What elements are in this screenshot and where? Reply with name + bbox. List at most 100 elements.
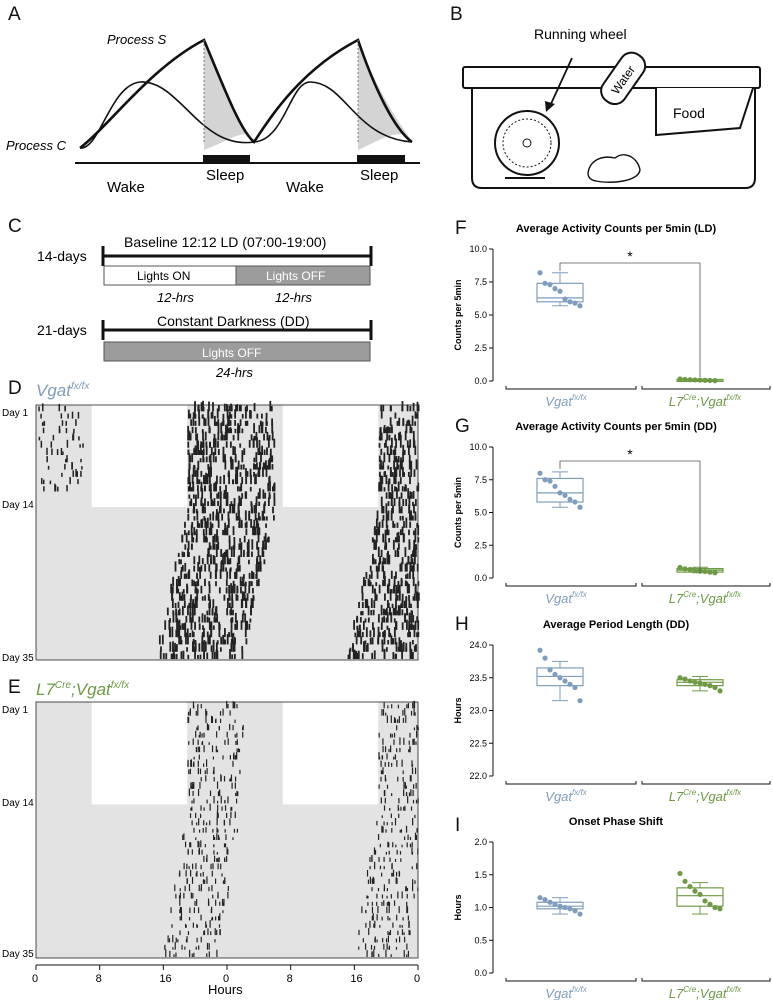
actogram-d-activity-tick — [255, 502, 257, 514]
actogram-d-activity-tick — [224, 639, 227, 645]
actogram-d-activity-tick — [405, 498, 408, 506]
actogram-d-activity-tick — [256, 541, 258, 550]
actogram-e-activity-tick — [196, 899, 198, 906]
actogram-e-activity-tick — [401, 891, 403, 899]
actogram-d-activity-tick — [178, 631, 180, 638]
actogram-d-activity-tick — [228, 602, 231, 608]
actogram-d-activity-tick — [193, 465, 196, 470]
actogram-d-activity-tick — [195, 597, 198, 608]
actogram-e-activity-tick — [192, 892, 194, 899]
actogram-e-activity-tick — [216, 810, 219, 819]
actogram-d-activity-tick — [251, 539, 254, 550]
actogram-e-activity-tick — [167, 935, 169, 943]
actogram-d-activity-tick — [401, 486, 404, 492]
actogram-d-activity-tick — [219, 491, 222, 499]
actogram-d-activity-tick — [391, 603, 394, 608]
actogram-d-activity-tick — [253, 463, 255, 470]
chart-h-y-tick-label: 24.0 — [469, 640, 487, 650]
actogram-d-activity-tick — [408, 511, 411, 521]
actogram-e-activity-tick — [384, 797, 386, 804]
actogram-d-activity-tick — [211, 411, 214, 419]
actogram-d-activity-tick — [386, 625, 389, 630]
actogram-e-activity-tick — [391, 793, 393, 797]
actogram-e-activity-tick — [388, 748, 390, 753]
actogram-d-activity-tick — [208, 401, 210, 412]
actogram-d-activity-tick — [188, 475, 191, 485]
actogram-d-activity-tick — [217, 432, 220, 441]
actogram-d-activity-tick — [417, 581, 420, 587]
actogram-e-activity-tick — [383, 943, 385, 950]
actogram-d-activity-tick — [242, 610, 245, 616]
actogram-e-activity-tick — [387, 915, 389, 921]
actogram-d-activity-tick — [367, 578, 370, 587]
actogram-e-light-window-1 — [91, 702, 188, 805]
actogram-d-activity-tick — [412, 624, 415, 630]
actogram-e-activity-tick — [178, 895, 181, 899]
actogram-e-activity-tick — [370, 944, 373, 950]
actogram-d-activity-tick — [170, 583, 173, 594]
actogram-d-activity-tick — [407, 471, 410, 477]
actogram-d-activity-tick — [54, 484, 57, 492]
actogram-e-activity-tick — [403, 781, 405, 789]
actogram-d-activity-tick — [380, 549, 383, 557]
actogram-d-activity-tick — [200, 499, 203, 506]
actogram-e-activity-tick — [387, 705, 389, 709]
actogram-d-activity-tick — [388, 453, 391, 463]
actogram-e-activity-tick — [234, 811, 236, 819]
actogram-e-activity-tick — [239, 769, 241, 775]
actogram-d-activity-tick — [217, 491, 220, 499]
actogram-d-activity-tick — [382, 579, 385, 587]
chart-f-group-label-control: Vgatfx/fx — [545, 393, 587, 409]
actogram-e-activity-tick — [402, 777, 404, 782]
actogram-e-activity-tick — [170, 907, 172, 914]
actogram-d-activity-tick — [366, 643, 369, 652]
actogram-d-activity-tick — [195, 529, 198, 536]
actogram-e-activity-tick — [224, 859, 226, 862]
actogram-d-activity-tick — [193, 448, 196, 455]
actogram-e-activity-tick — [386, 902, 388, 906]
actogram-d-activity-tick — [383, 427, 385, 434]
actogram-d-activity-tick — [396, 420, 399, 426]
actogram-e-activity-tick — [394, 817, 397, 826]
actogram-d-activity-tick — [193, 504, 196, 514]
actogram-e-activity-tick — [202, 879, 205, 884]
actogram-d-activity-tick — [246, 471, 249, 477]
actogram-d-activity-tick — [378, 584, 381, 594]
actogram-e-activity-tick — [236, 732, 238, 738]
actogram-e-activity-tick — [195, 710, 197, 716]
actogram-e-activity-tick — [185, 870, 187, 877]
actogram-e-activity-tick — [402, 770, 404, 775]
actogram-d-activity-tick — [194, 497, 197, 506]
actogram-d-activity-tick — [406, 619, 408, 630]
actogram-e-activity-tick — [179, 892, 181, 899]
actogram-e-activity-tick — [193, 952, 195, 957]
dd-title: Constant Darkness (DD) — [157, 313, 310, 329]
actogram-d-activity-tick — [72, 470, 74, 477]
actogram-d-activity-tick — [211, 651, 214, 659]
actogram-e-activity-tick — [227, 796, 229, 804]
actogram-d-activity-tick — [209, 475, 211, 485]
actogram-e-activity-tick — [192, 790, 194, 797]
actogram-d-activity-tick — [377, 626, 380, 638]
actogram-e-activity-tick — [376, 939, 378, 943]
actogram-e-activity-tick — [189, 869, 192, 877]
actogram-e-activity-tick — [402, 917, 404, 921]
actogram-e-activity-tick — [391, 822, 393, 826]
actogram-d-activity-tick — [406, 420, 409, 426]
actogram-d-activity-tick — [375, 533, 378, 543]
actogram-d-activity-tick — [210, 412, 213, 419]
actogram-d-activity-tick — [380, 465, 383, 470]
actogram-d-activity-tick — [266, 431, 269, 441]
actogram-d-activity-tick — [196, 439, 199, 448]
actogram-d-activity-tick — [409, 405, 412, 412]
actogram-e-activity-tick — [400, 858, 402, 862]
actogram-d-activity-tick — [202, 443, 205, 448]
baseline-title: Baseline 12:12 LD (07:00-19:00) — [124, 234, 326, 250]
actogram-d-activity-tick — [226, 405, 229, 412]
actogram-d-activity-tick — [240, 498, 242, 506]
actogram-e-activity-tick — [212, 894, 214, 899]
actogram-d-activity-tick — [248, 581, 251, 587]
actogram-d-activity-tick — [237, 432, 240, 441]
actogram-d-activity-tick — [203, 650, 205, 659]
actogram-d-activity-tick — [410, 427, 413, 434]
